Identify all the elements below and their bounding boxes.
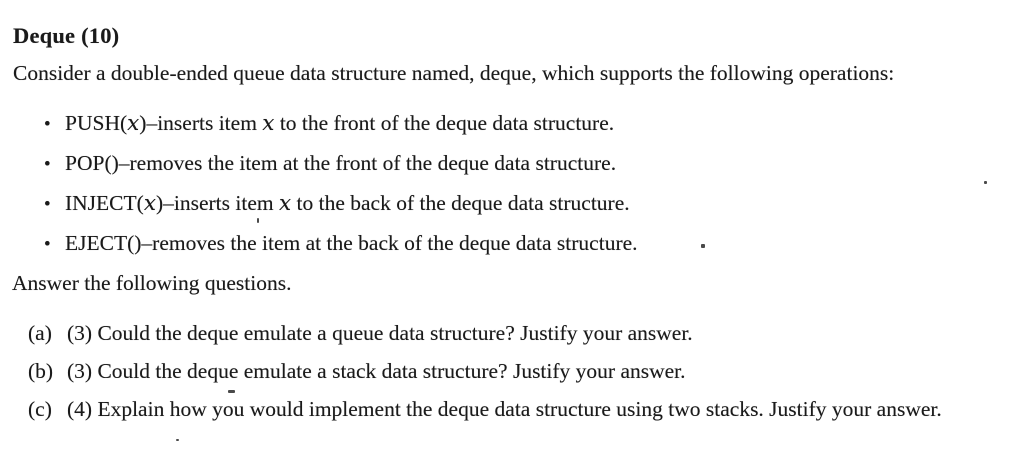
- operation-text: INJECT(x)–inserts item x to the back of …: [65, 191, 630, 216]
- operation-text: EJECT()–removes the item at the back of …: [65, 231, 638, 255]
- bullet-icon: •: [44, 234, 51, 255]
- scan-artifact: [176, 439, 179, 441]
- operation-text: PUSH(x)–inserts item x to the front of t…: [65, 111, 615, 136]
- operation-item: • EJECT()–removes the item at the back o…: [13, 231, 1010, 257]
- question-label: (c): [28, 397, 52, 421]
- question-label: (b): [28, 359, 54, 383]
- operation-item: • POP()–removes the item at the front of…: [13, 151, 1010, 177]
- question-item: (c) (4) Explain how you would implement …: [13, 397, 1010, 421]
- scan-artifact: [228, 390, 235, 393]
- scan-artifact: [701, 244, 705, 248]
- answer-prompt: Answer the following questions.: [12, 271, 292, 295]
- bullet-icon: •: [44, 154, 51, 175]
- question-item: (b) (3) Could the deque emulate a stack …: [13, 359, 1010, 383]
- intro-paragraph: Consider a double-ended queue data struc…: [13, 61, 895, 85]
- question-item: (a) (3) Could the deque emulate a queue …: [13, 321, 1010, 345]
- question-text: (3) Could the deque emulate a queue data…: [67, 321, 693, 345]
- operation-item: • PUSH(x)–inserts item x to the front of…: [13, 111, 1010, 137]
- bullet-icon: •: [44, 114, 51, 135]
- scan-artifact: [257, 218, 259, 223]
- section-title: Deque (10): [13, 23, 120, 48]
- scan-artifact: [984, 181, 987, 184]
- questions-list: (a) (3) Could the deque emulate a queue …: [13, 321, 1010, 421]
- operation-text: POP()–removes the item at the front of t…: [65, 151, 617, 175]
- question-text: (3) Could the deque emulate a stack data…: [67, 359, 686, 383]
- bullet-icon: •: [44, 194, 51, 215]
- operation-item: • INJECT(x)–inserts item x to the back o…: [13, 191, 1010, 217]
- operations-list: • PUSH(x)–inserts item x to the front of…: [13, 111, 1010, 257]
- question-label: (a): [28, 321, 52, 345]
- question-text: (4) Explain how you would implement the …: [67, 397, 942, 421]
